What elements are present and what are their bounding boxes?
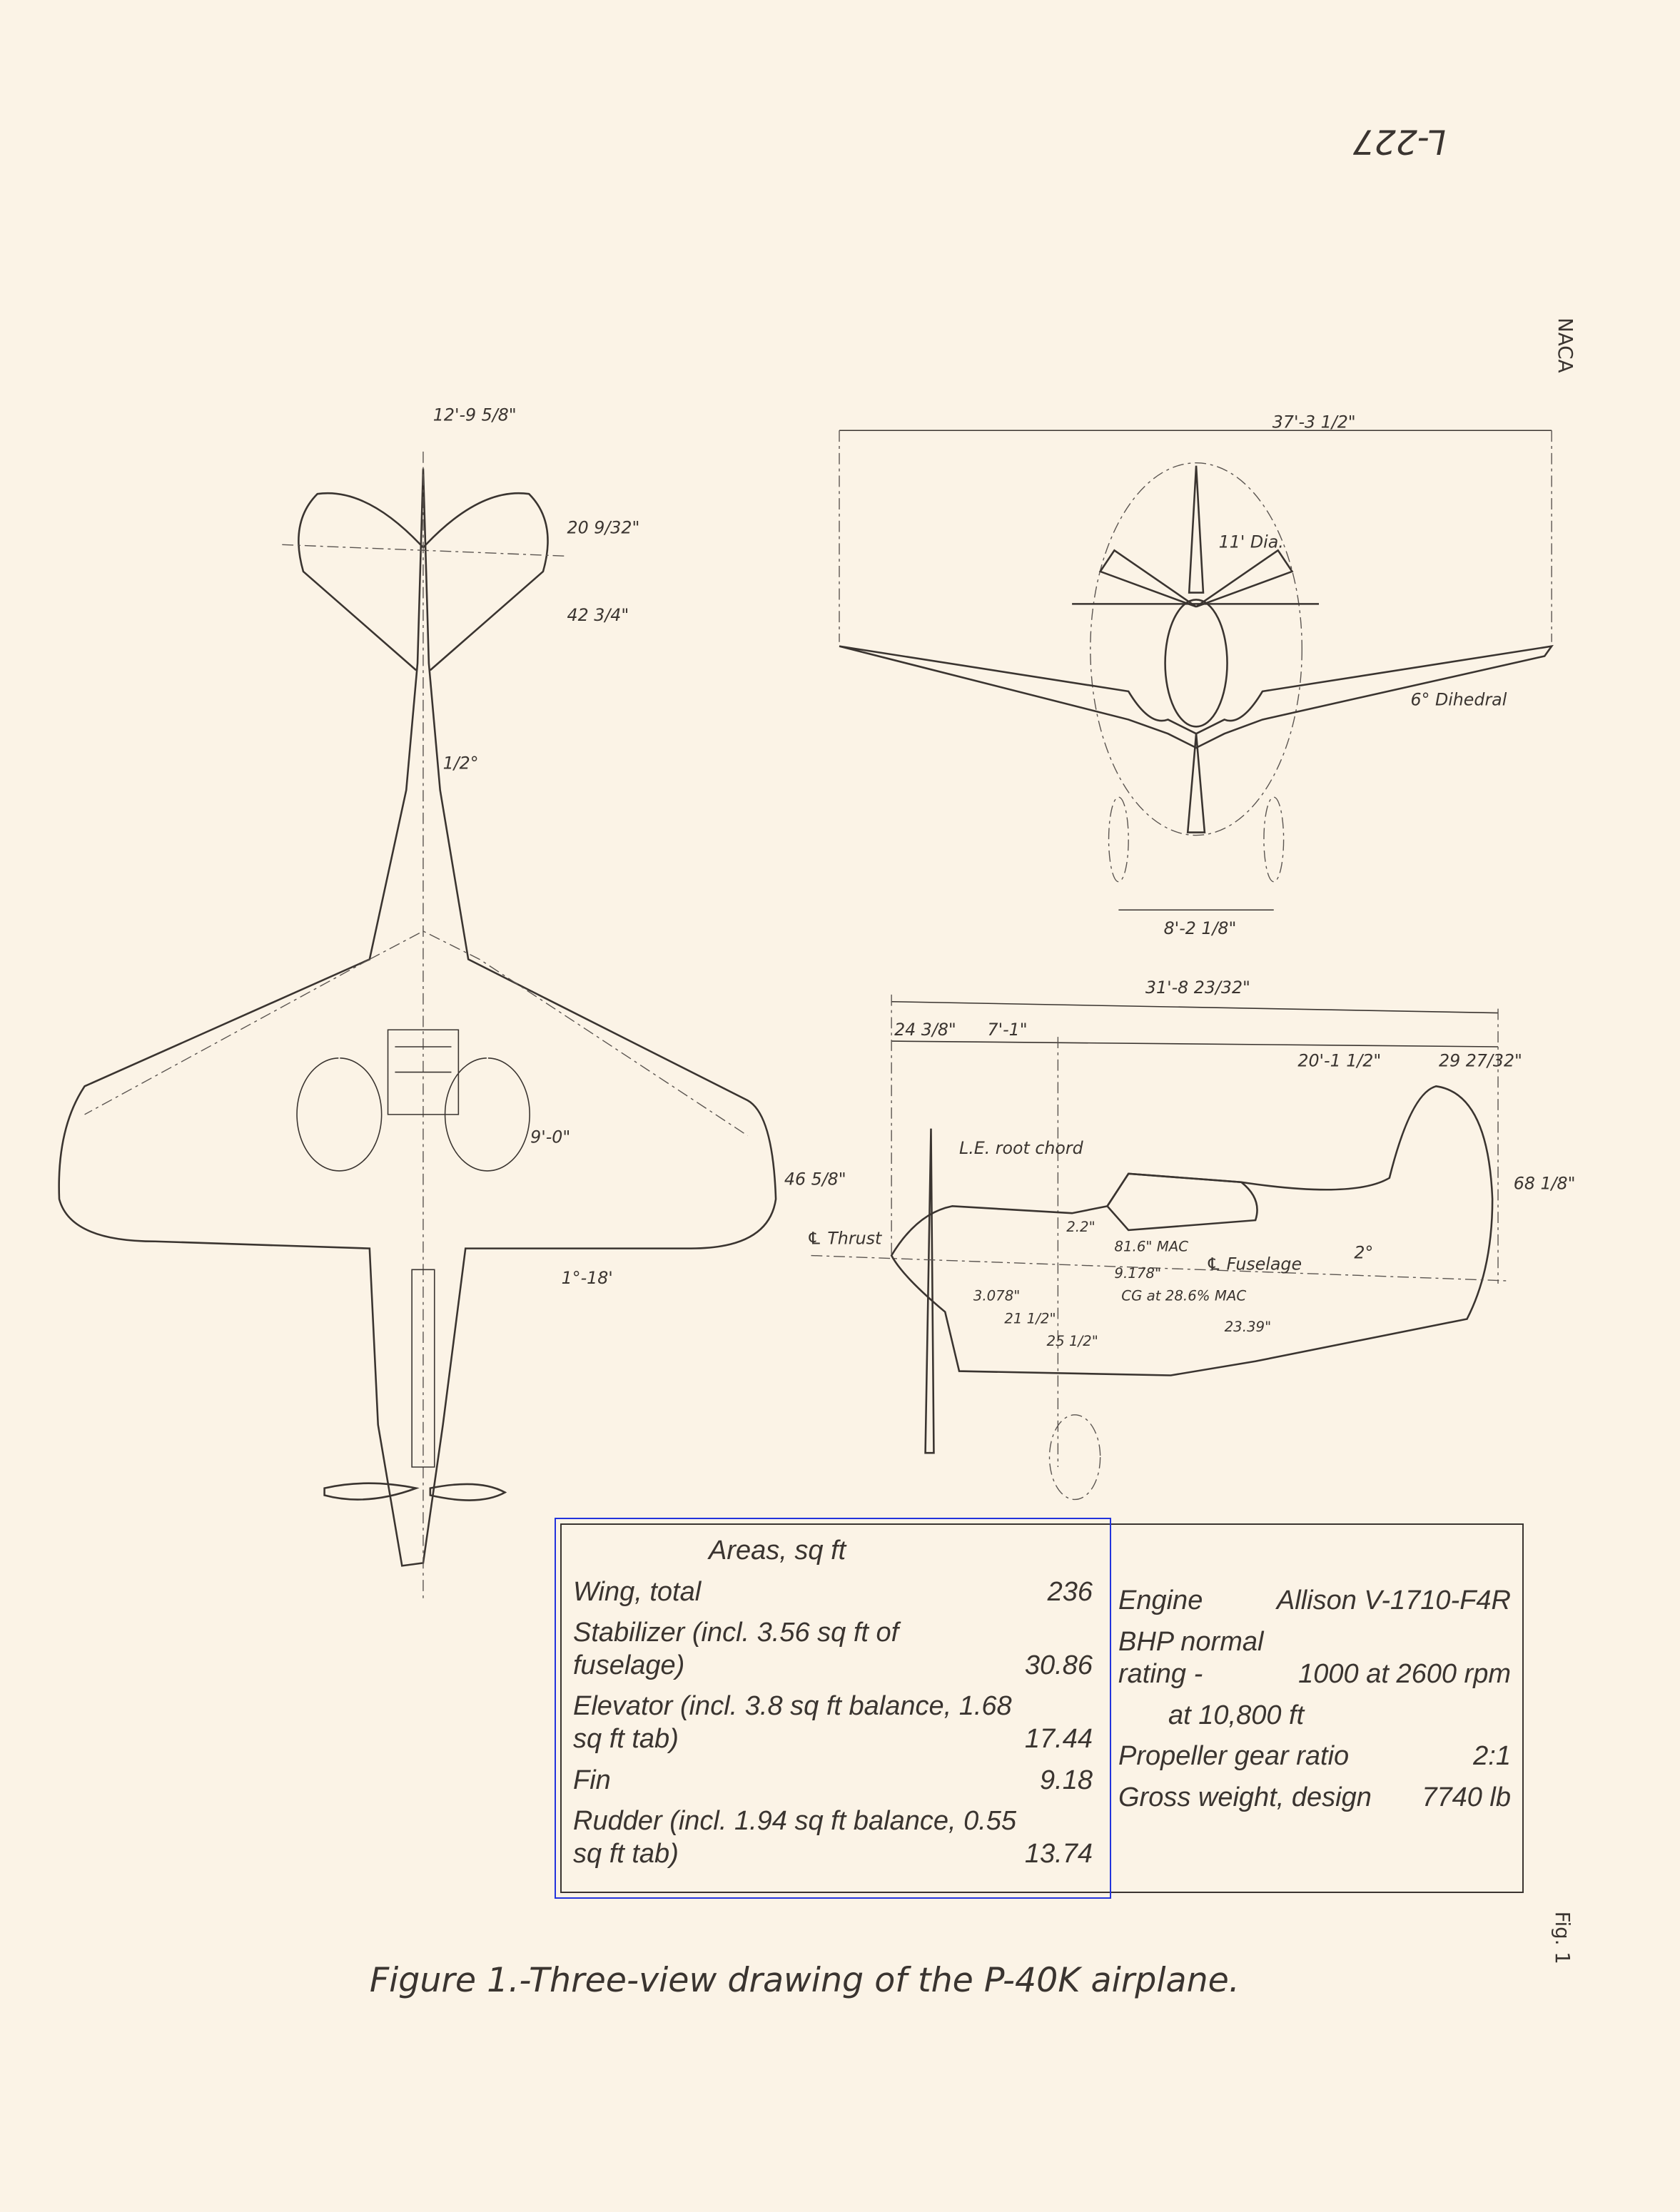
side-view: 31'-8 23/32" 24 3/8" 7'-1" 20'-1 1/2" 29… xyxy=(807,978,1576,1501)
d4-dim: 23.39" xyxy=(1225,1319,1272,1335)
spec-label: Propeller gear ratio xyxy=(1118,1741,1350,1772)
spec-row: Propeller gear ratio 2:1 xyxy=(1118,1740,1511,1773)
fuselage-line-label: ℄ Fuselage xyxy=(1206,1254,1302,1274)
prop-dia-dim: 11' Dia. xyxy=(1219,532,1284,552)
mac-dim: 81.6" MAC xyxy=(1114,1239,1188,1255)
figure-tag: Fig. 1 xyxy=(1551,1912,1574,1964)
areas-title: Areas, sq ft xyxy=(709,1536,846,1566)
dihedral-dim: 6° Dihedral xyxy=(1410,690,1507,710)
area-value: 30.86 xyxy=(1024,1650,1093,1680)
naca-label: NACA xyxy=(1554,318,1577,372)
fuselage-angle-dim: 1/2° xyxy=(443,754,479,773)
spec-value: Allison V-1710-F4R xyxy=(1276,1586,1511,1615)
top-view: 12'-9 5/8" 20 9/32" 42 3/4" 1/2° 9'-0" 4… xyxy=(58,405,846,1601)
area-value: 236 xyxy=(1047,1576,1093,1607)
area-label: Wing, total xyxy=(573,1576,702,1607)
area-row: Stabilizer (incl. 3.56 sq ft of fuselage… xyxy=(573,1617,1093,1682)
stab-chord-dim-2: 42 3/4" xyxy=(567,605,629,625)
cg-label: CG at 28.6% MAC xyxy=(1121,1288,1246,1304)
front-view: 37'-3 1/2" 11' Dia. 6° Dihedral 8'-2 1/8… xyxy=(839,412,1554,938)
d2-dim: 21 1/2" xyxy=(1004,1310,1056,1326)
spec-label: Engine xyxy=(1118,1586,1203,1615)
area-label: Rudder (incl. 1.94 sq ft balance, 0.55 s… xyxy=(573,1806,1017,1869)
spec-row: BHP normal rating - 1000 at 2600 rpm xyxy=(1118,1626,1511,1691)
spec-value: 2:1 xyxy=(1473,1741,1511,1772)
area-value: 13.74 xyxy=(1024,1838,1093,1869)
tail-span-dim: 12'-9 5/8" xyxy=(433,405,517,425)
area-value: 17.44 xyxy=(1024,1723,1093,1754)
wing-span-dim: 37'-3 1/2" xyxy=(1272,412,1356,432)
data-table: Areas, sq ft Wing, total 236 Stabilizer (… xyxy=(555,1517,1524,1899)
area-row: Wing, total 236 xyxy=(573,1576,1093,1609)
area-label: Stabilizer (incl. 3.56 sq ft of fuselage… xyxy=(573,1618,899,1680)
tail-angle-dim: 2° xyxy=(1354,1242,1373,1262)
spec-value: 7740 lb xyxy=(1422,1782,1511,1812)
spec-row: Engine Allison V-1710-F4R xyxy=(1118,1585,1511,1618)
spec-label: BHP normal rating - xyxy=(1118,1626,1264,1690)
stab-chord-dim-1: 20 9/32" xyxy=(567,518,640,538)
spec-label: at 10,800 ft xyxy=(1168,1700,1305,1730)
figure-caption: Figure 1.-Three-view drawing of the P-40… xyxy=(370,1961,1240,2000)
height-dim: 68 1/8" xyxy=(1514,1174,1576,1194)
rudder-dim: 29 27/32" xyxy=(1439,1051,1522,1071)
area-row: Rudder (incl. 1.94 sq ft balance, 0.55 s… xyxy=(573,1805,1093,1870)
le-dim: 7'-1" xyxy=(988,1020,1028,1040)
cg-vert-dim: 9.178" xyxy=(1114,1265,1161,1282)
area-row: Elevator (incl. 3.8 sq ft balance, 1.68 … xyxy=(573,1690,1093,1755)
d1-dim: 3.078" xyxy=(973,1288,1021,1304)
tail-arm-dim: 20'-1 1/2" xyxy=(1297,1051,1381,1071)
wing-chord-dim: 9'-0" xyxy=(530,1127,570,1147)
nose-dim: 24 3/8" xyxy=(894,1020,956,1040)
spec-row: at 10,800 ft xyxy=(1118,1700,1511,1732)
areas-list: Areas, sq ft Wing, total 236 Stabilizer (… xyxy=(555,1517,1111,1899)
wing-offset-dim: 46 5/8" xyxy=(784,1170,846,1189)
overall-length-dim: 31'-8 23/32" xyxy=(1145,978,1250,998)
specs-list: Engine Allison V-1710-F4R BHP normal rati… xyxy=(1104,1525,1522,1892)
spec-row: Gross weight, design 7740 lb xyxy=(1118,1782,1511,1815)
report-number: L-227 xyxy=(1353,121,1446,161)
incidence-dim: 1°-18' xyxy=(562,1268,613,1288)
le-root-chord-label: L.E. root chord xyxy=(959,1138,1084,1158)
area-label: Elevator (incl. 3.8 sq ft balance, 1.68 … xyxy=(573,1691,1012,1754)
thrust-line-label: ℄ Thrust xyxy=(807,1229,883,1249)
tread-dim: 8'-2 1/8" xyxy=(1164,918,1237,938)
le-offset-dim: 2.2" xyxy=(1066,1219,1095,1235)
d3-dim: 25 1/2" xyxy=(1047,1333,1098,1349)
spec-value: 1000 at 2600 rpm xyxy=(1298,1659,1511,1690)
area-value: 9.18 xyxy=(1040,1765,1093,1795)
area-row: Fin 9.18 xyxy=(573,1765,1093,1797)
area-label: Fin xyxy=(573,1765,611,1795)
spec-label: Gross weight, design xyxy=(1118,1782,1372,1812)
